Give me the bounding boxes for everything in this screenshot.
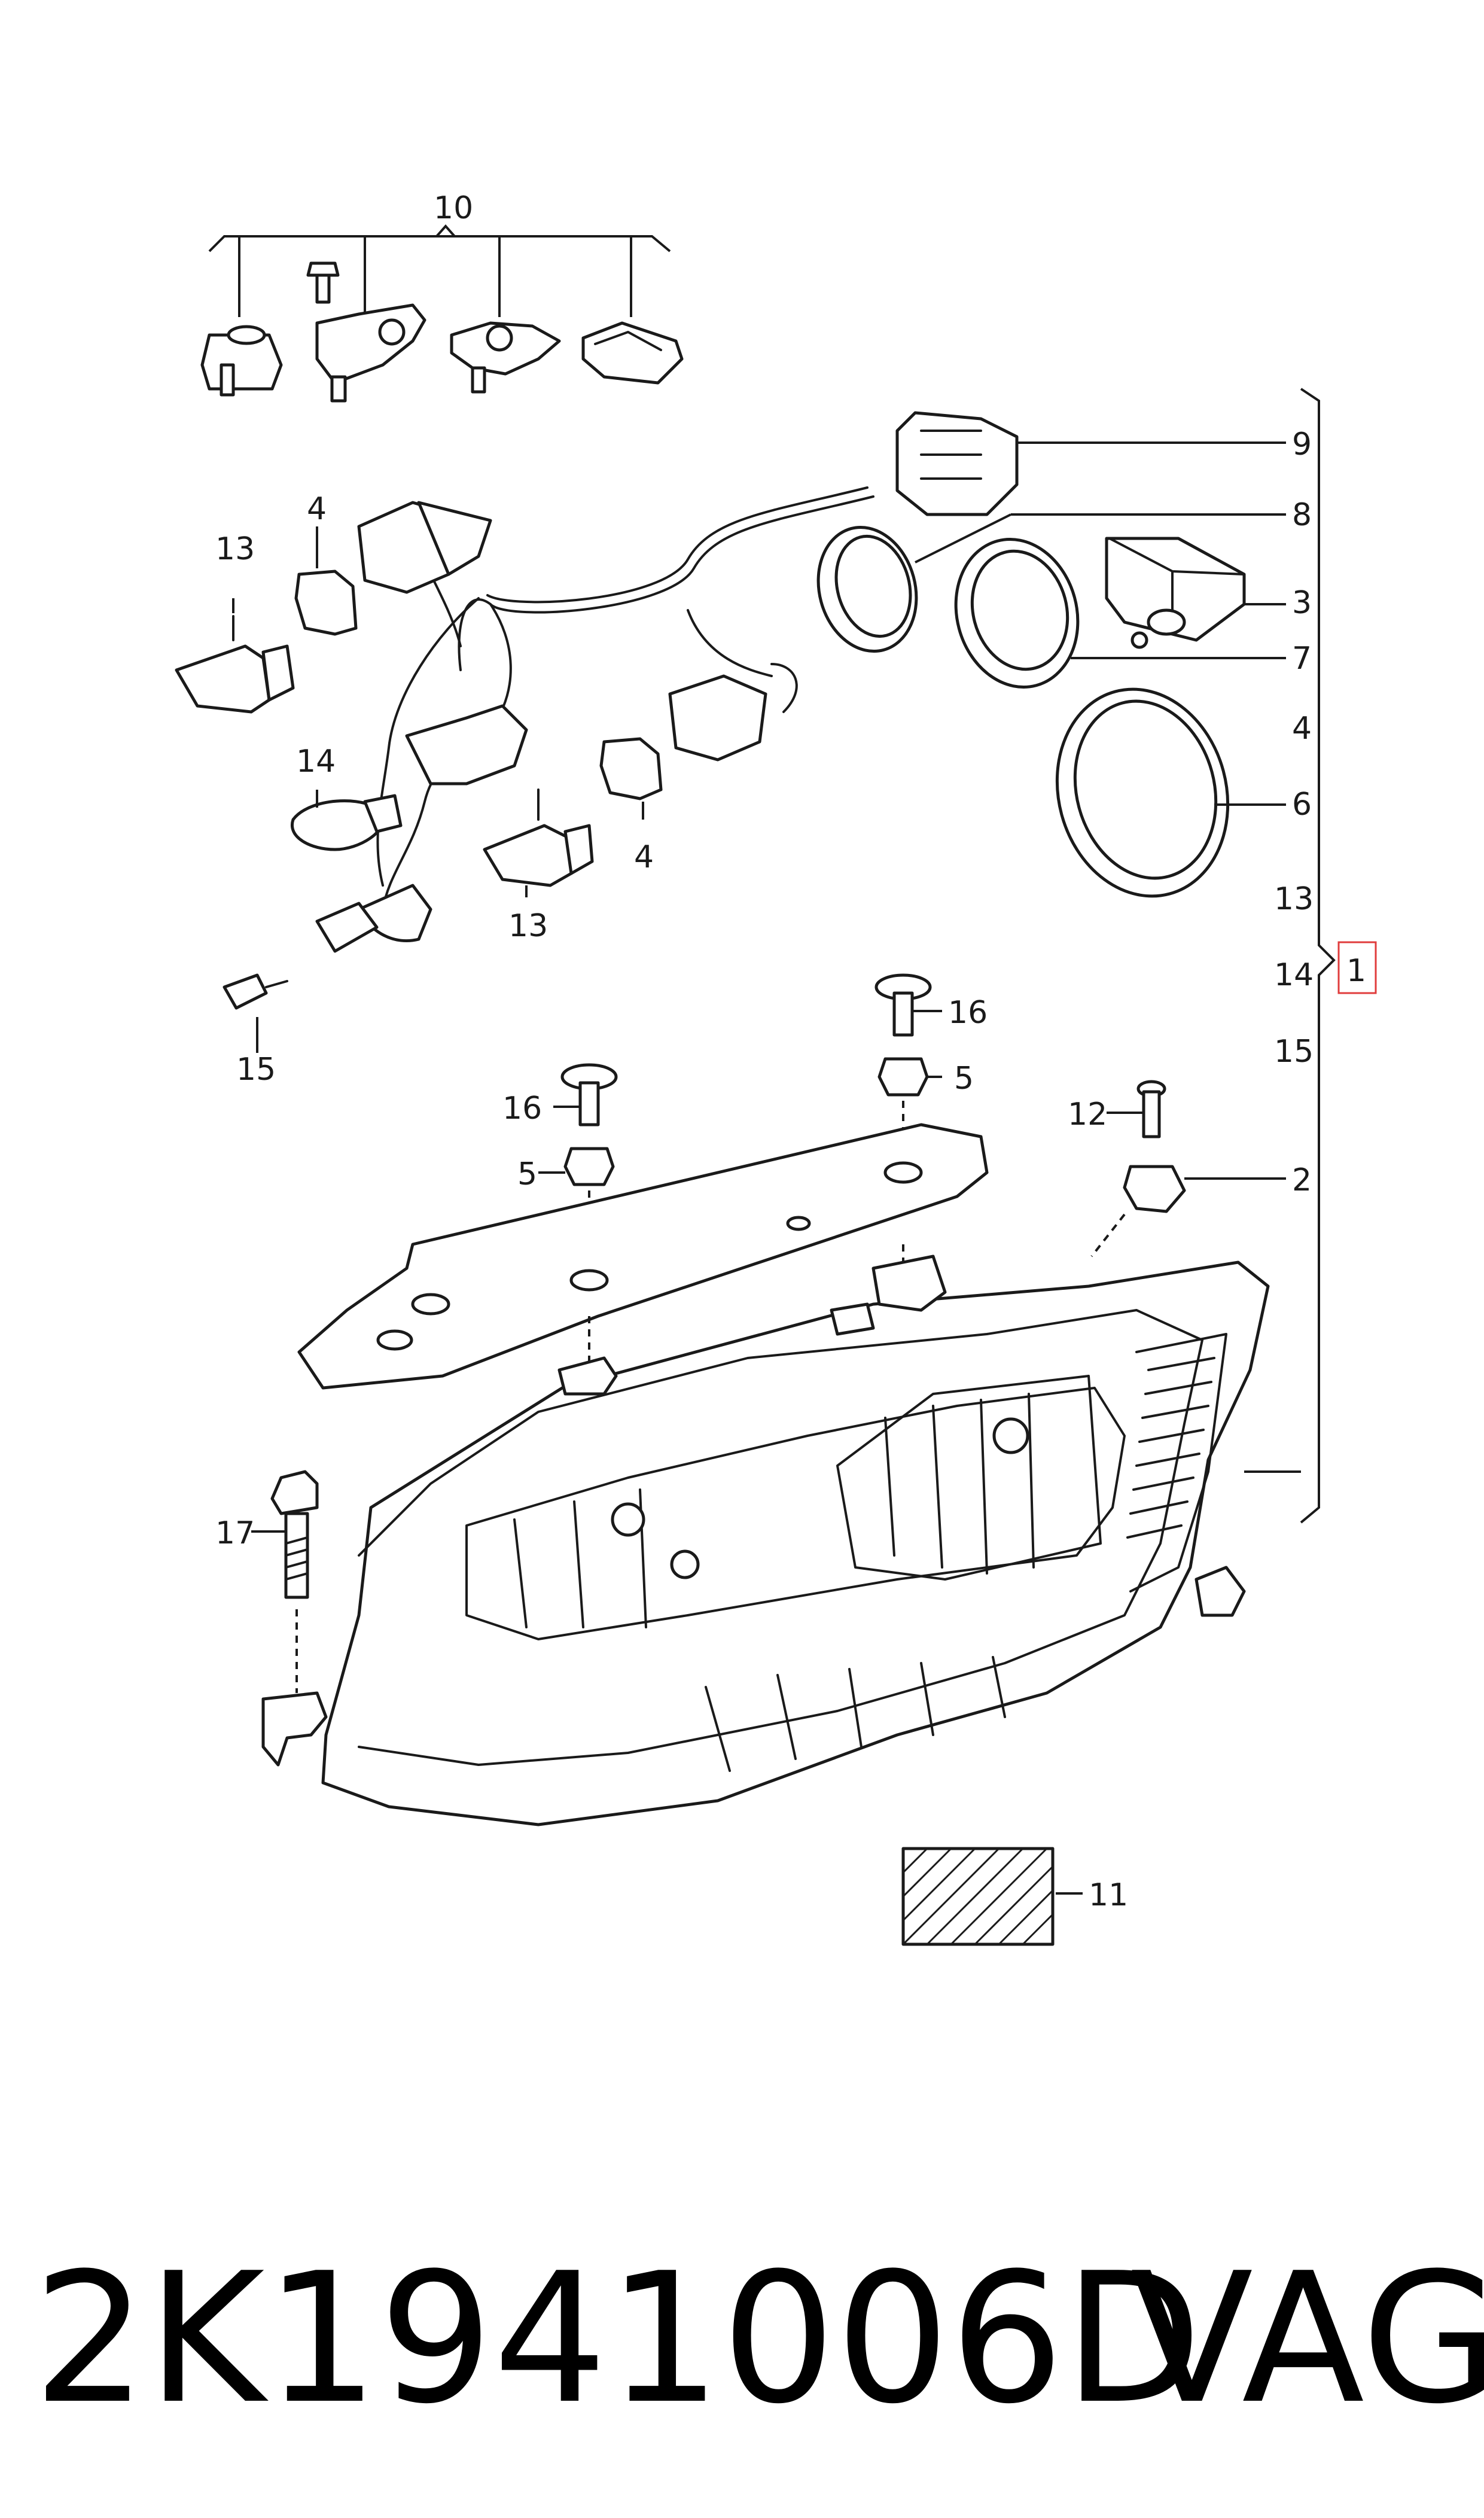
callout-5-right: 5 <box>954 1061 974 1097</box>
callout-16-left: 16 <box>502 1091 542 1126</box>
callout-9: 9 <box>1292 427 1312 462</box>
bulb-13-upper <box>175 615 295 714</box>
screw-16-left <box>560 1063 618 1126</box>
grommet-8 <box>816 525 918 653</box>
callout-15-right: 15 <box>1274 1034 1314 1070</box>
callout-6: 6 <box>1292 787 1312 823</box>
bracket-group-10 <box>200 224 684 403</box>
callout-7: 7 <box>1292 641 1312 677</box>
socket-4-lower <box>599 737 663 800</box>
wiring-harness <box>376 486 874 911</box>
callout-15-left: 15 <box>236 1052 276 1088</box>
nut-5-left <box>563 1147 615 1186</box>
callout-2: 2 <box>1292 1162 1312 1198</box>
callout-1: 1 <box>1346 953 1366 989</box>
screw-16-right <box>874 973 932 1037</box>
bulb-14 <box>290 794 403 851</box>
bolt-17 <box>270 1470 319 1599</box>
callout-1-highlight-box <box>1337 941 1377 994</box>
callout-3: 3 <box>1292 585 1312 621</box>
headlight-housing <box>321 1255 1270 1826</box>
callout-13-upper: 13 <box>215 531 255 567</box>
callout-12: 12 <box>1068 1097 1107 1132</box>
mounting-panel <box>297 1123 989 1390</box>
seal-7 <box>954 538 1080 689</box>
cover-cap-6 <box>1055 687 1230 898</box>
callout-4-lower: 4 <box>634 839 654 875</box>
assembly-bracket <box>1300 388 1336 1524</box>
adjuster-motor-3 <box>1105 537 1246 649</box>
callout-5-left: 5 <box>517 1156 537 1192</box>
connector-9 <box>895 411 1019 516</box>
connector-plug-upper <box>357 501 492 594</box>
socket-4-upper <box>294 570 358 636</box>
bulb-15 <box>223 973 288 1010</box>
screw-12 <box>1136 1080 1166 1138</box>
callout-13-lower: 13 <box>508 908 548 944</box>
callout-11: 11 <box>1089 1877 1128 1913</box>
part-number: 2K1941006D <box>33 2234 1202 2443</box>
label-11 <box>901 1847 1055 1946</box>
connector-plug-lower <box>668 674 767 762</box>
nut-5-right <box>877 1057 929 1097</box>
callout-14-left: 14 <box>296 744 336 780</box>
clip-2 <box>1123 1165 1186 1213</box>
callout-16-right: 16 <box>948 995 988 1031</box>
callout-13-right: 13 <box>1274 881 1314 917</box>
bulb-13-lower <box>483 788 594 887</box>
bolt-bracket <box>261 1691 328 1767</box>
brand-name: VAG <box>1130 2234 1484 2443</box>
callout-17: 17 <box>215 1515 255 1551</box>
callout-14-right: 14 <box>1274 957 1314 993</box>
bulb-socket-harness <box>315 704 528 953</box>
callout-8: 8 <box>1292 497 1312 533</box>
callout-4-upper: 4 <box>307 491 327 527</box>
callout-4-right: 4 <box>1292 711 1312 747</box>
callout-10: 10 <box>434 190 473 226</box>
